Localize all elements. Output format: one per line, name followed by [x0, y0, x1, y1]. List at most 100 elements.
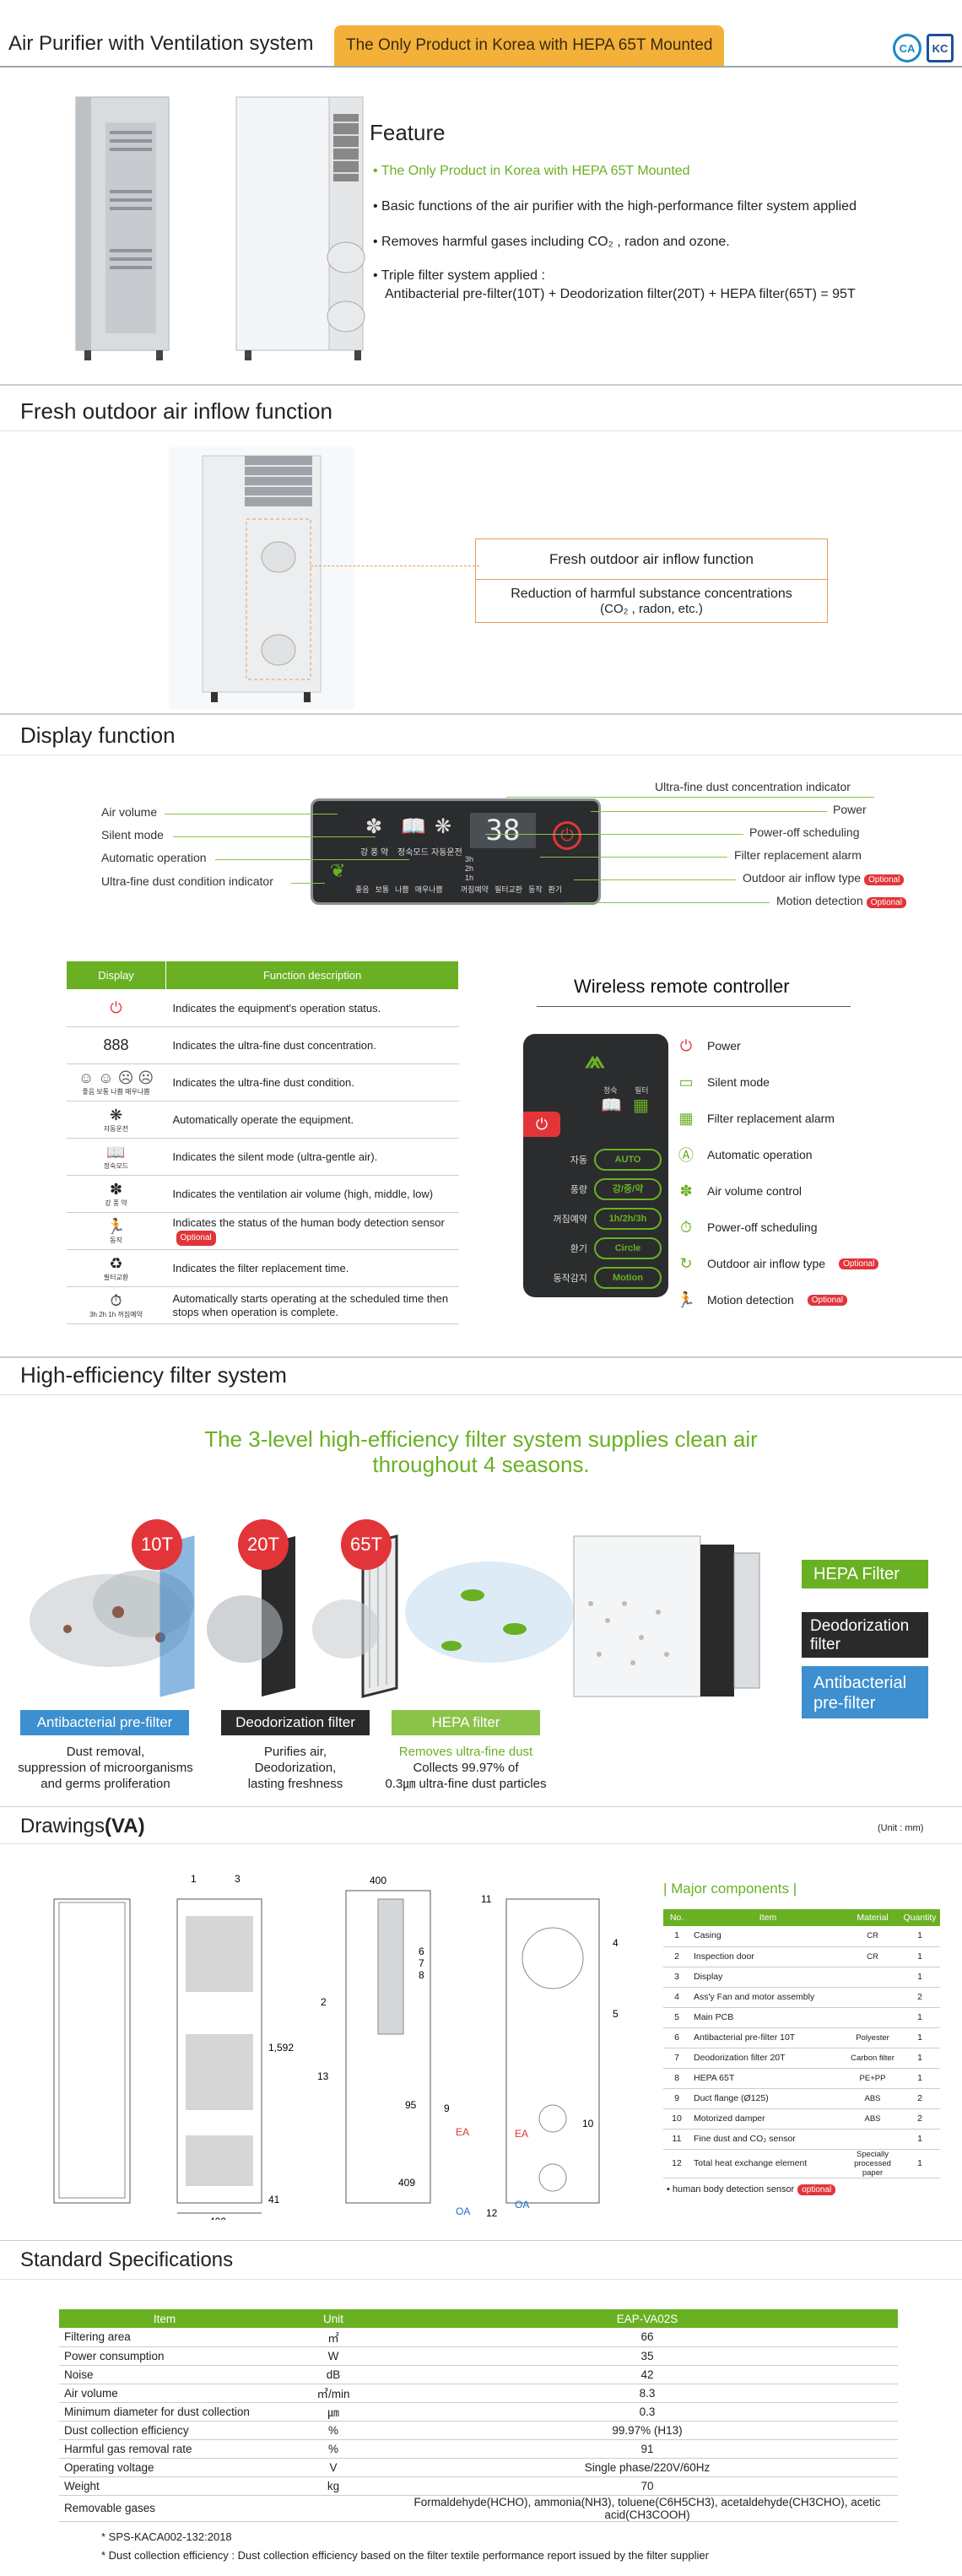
panel-hours: 3h 2h 1h	[465, 855, 473, 883]
line-filter-replacement	[540, 857, 727, 858]
spec-cell: Formaldehyde(HCHO), ammonia(NH3), toluen…	[397, 2495, 898, 2522]
component-cell: 1	[663, 1926, 690, 1947]
spec-cell: Weight	[59, 2476, 270, 2496]
divider-specs-bottom	[0, 2279, 962, 2280]
callout-1: 1	[191, 1873, 197, 1885]
spec-header-unit: Unit	[270, 2309, 397, 2328]
remote-title: Wireless remote controller	[574, 976, 790, 997]
spec-cell: Minimum diameter for dust collection	[59, 2402, 270, 2422]
line-dust-condition	[291, 883, 325, 884]
panel-leaf-icon: ❦	[330, 860, 346, 881]
component-cell: 1	[900, 2129, 940, 2150]
desc-hepa-2: 0.3㎛ ultra-fine dust particles	[385, 1777, 547, 1791]
spec-cell: 99.97% (H13)	[397, 2421, 898, 2440]
remote-button-row: 꺼짐예약 1h/2h/3h	[523, 1206, 668, 1231]
remote-button-label: 풍량	[570, 1185, 587, 1195]
dim-1592: 1,592	[268, 2042, 294, 2054]
remote-filter-icon[interactable]: ▦	[633, 1096, 649, 1115]
filter-headline-1: The 3-level high-efficiency filter syste…	[204, 1426, 758, 1452]
spec-cell: 0.3	[397, 2402, 898, 2422]
panel-bottom-label-2: 보통	[375, 885, 390, 894]
component-cell: 1	[900, 2027, 940, 2048]
callout-5: 5	[613, 2008, 619, 2020]
remote-legend-item: ⏻Power	[675, 1035, 741, 1057]
remote-button[interactable]: 강/중/약	[594, 1178, 662, 1200]
component-cell	[846, 1987, 900, 2008]
remote-button[interactable]: Circle	[594, 1237, 662, 1259]
optional-badge: Optional	[176, 1231, 216, 1246]
component-cell	[846, 2129, 900, 2150]
remote-power-button[interactable]: ⏻	[523, 1112, 560, 1137]
remote-book-icon[interactable]: 📖	[601, 1096, 622, 1115]
drawings-unit: (Unit : mm)	[878, 1823, 924, 1833]
callout-3: 3	[235, 1873, 240, 1885]
divider-display	[0, 713, 962, 715]
component-cell: Antibacterial pre-filter 10T	[690, 2027, 846, 2048]
function-icon-cell: 🏃동작	[66, 1212, 166, 1250]
component-cell: CR	[846, 1926, 900, 1947]
component-cell: Motorized damper	[690, 2108, 846, 2130]
sensor-note-text: • human body detection sensor	[667, 2184, 795, 2194]
component-cell: 11	[663, 2129, 690, 2150]
label-oa-1: OA	[456, 2205, 470, 2217]
remote-button[interactable]: Motion	[594, 1267, 662, 1289]
component-cell: Display	[690, 1967, 846, 1988]
feature-title: Feature	[370, 120, 446, 145]
function-description-cell: Indicates the ultra-fine dust concentrat…	[165, 1026, 459, 1064]
remote-title-underline	[537, 1006, 851, 1007]
spec-cell: Single phase/220V/60Hz	[397, 2458, 898, 2477]
panel-top-label-3: 자동운전	[431, 848, 462, 858]
function-description: Indicates the ventilation air volume (hi…	[172, 1187, 434, 1200]
function-description: Indicates the ultra-fine dust condition.	[172, 1075, 354, 1089]
panel-fan-icon: ✽	[365, 815, 383, 838]
callout-10: 10	[582, 2118, 594, 2130]
optional-badge: Optional	[866, 897, 906, 908]
remote-legend-icon: ▭	[678, 1073, 694, 1090]
divider-drawings	[0, 1806, 962, 1807]
dim-400-top: 400	[370, 1875, 386, 1886]
component-cell: 2	[900, 1987, 940, 2008]
desc-antibacterial-1: Dust removal,	[66, 1745, 145, 1759]
remote-button-label: 꺼짐예약	[553, 1215, 587, 1225]
panel-bottom-label-4: 매우나쁨	[414, 885, 443, 894]
label-ea-2: EA	[515, 2128, 528, 2140]
spec-cell: Filtering area	[59, 2328, 270, 2347]
technical-drawing: 400 400 1,592 41 95 409 EA OA EA OA 1 3 …	[53, 1873, 619, 2220]
component-cell: 7	[663, 2048, 690, 2069]
line-silent-mode	[173, 836, 376, 837]
component-cell: 1	[900, 2068, 940, 2089]
spec-cell: 70	[397, 2476, 898, 2496]
desc-hepa-1: Collects 99.97% of	[413, 1761, 519, 1775]
desc-deodorization-2: Deodorization,	[254, 1761, 337, 1775]
panel-top-label-2: 정숙모드	[397, 848, 429, 858]
component-cell	[846, 1967, 900, 1988]
remote-button[interactable]: AUTO	[594, 1149, 662, 1171]
function-description-cell: Indicates the filter replacement time.	[165, 1249, 459, 1287]
divider-filter	[0, 1356, 962, 1358]
label-outdoor-air-text: Outdoor air inflow type	[743, 871, 862, 885]
cert-ca-icon: CA	[893, 34, 921, 62]
component-cell: 3	[663, 1967, 690, 1988]
component-cell: 9	[663, 2088, 690, 2109]
callout-4: 4	[613, 1937, 619, 1949]
remote-legend-icon: ✽	[679, 1182, 693, 1199]
panel-bottom-label-8: 꺼짐예약	[460, 885, 489, 894]
remote-button[interactable]: 1h/2h/3h	[594, 1208, 662, 1230]
spec-cell: 35	[397, 2346, 898, 2366]
remote-legend-label: Automatic operation	[707, 1148, 813, 1161]
